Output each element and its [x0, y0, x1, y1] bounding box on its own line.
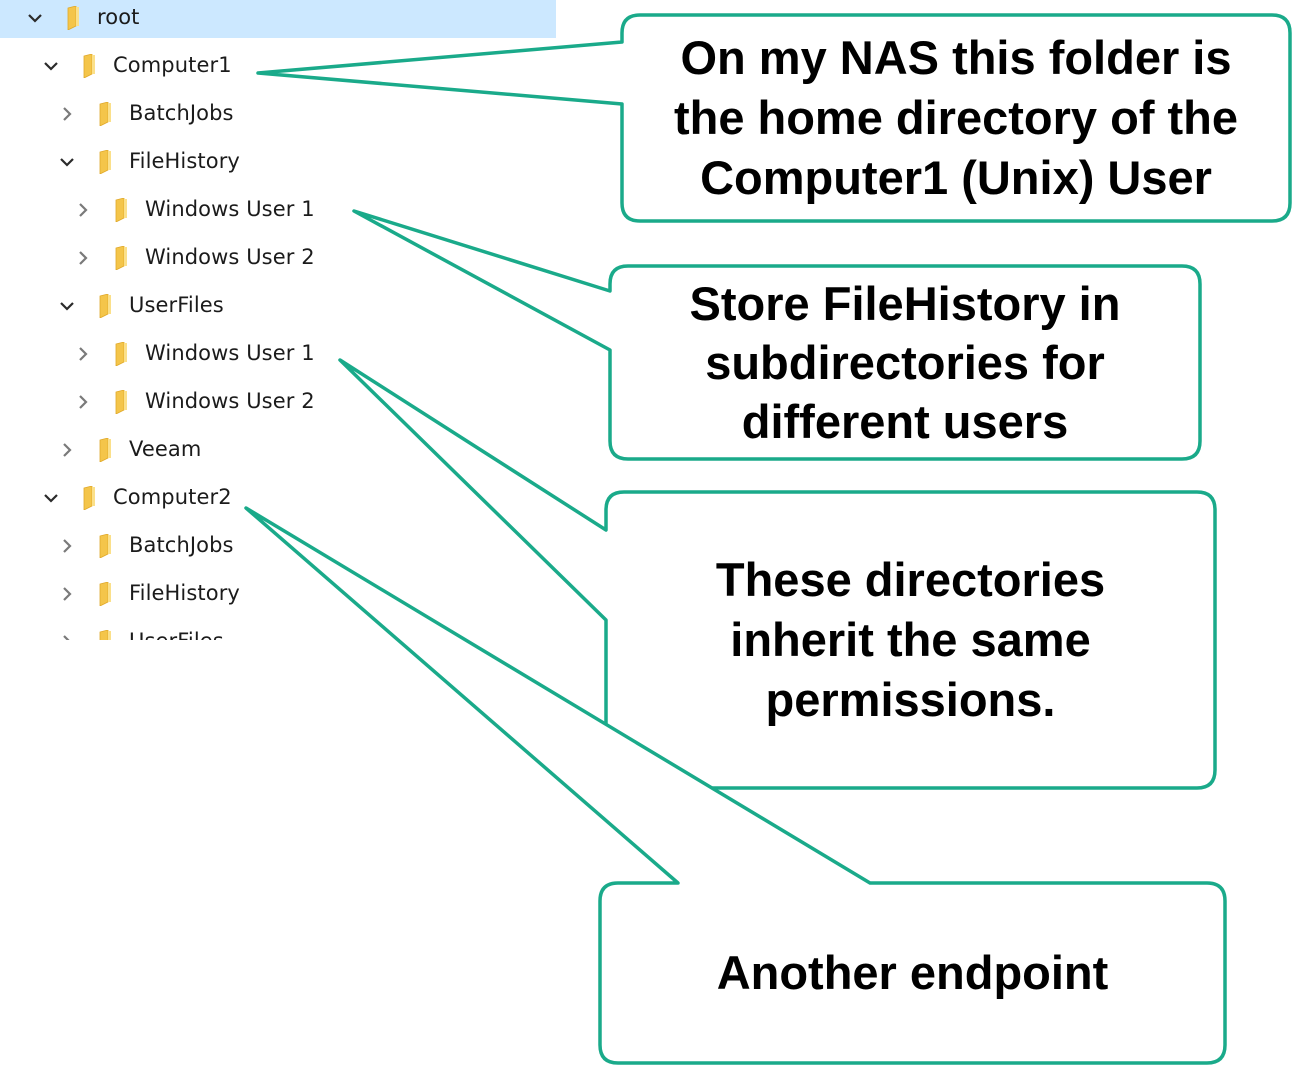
callout-4-text: Another endpoint	[716, 946, 1109, 999]
folder-icon	[110, 390, 132, 414]
tree-item-veeam[interactable]: Veeam	[0, 430, 556, 470]
folder-icon	[94, 582, 116, 606]
chevron-down-icon[interactable]	[25, 8, 45, 28]
chevron-down-icon[interactable]	[57, 296, 77, 316]
chevron-down-icon[interactable]	[57, 152, 77, 172]
tree-item-label: UserFiles	[129, 629, 224, 640]
folder-icon	[78, 54, 100, 78]
tree-item-label: Computer1	[113, 53, 232, 77]
folder-icon	[94, 630, 116, 640]
tree-item-label: Windows User 2	[145, 245, 315, 269]
tree-item-userfiles[interactable]: UserFiles	[0, 286, 556, 326]
tree-item-root[interactable]: root	[0, 0, 556, 38]
callout-2-text: Store FileHistory in subdirectories for …	[689, 277, 1121, 448]
chevron-right-icon[interactable]	[73, 392, 93, 412]
chevron-right-icon[interactable]	[73, 248, 93, 268]
tree-item-label: FileHistory	[129, 581, 240, 605]
chevron-right-icon[interactable]	[57, 104, 77, 124]
tree-item-batchjobs[interactable]: BatchJobs	[0, 526, 556, 566]
tree-item-label: BatchJobs	[129, 533, 234, 557]
chevron-down-icon[interactable]	[41, 488, 61, 508]
tree-item-label: root	[97, 5, 140, 29]
tree-item-batchjobs[interactable]: BatchJobs	[0, 94, 556, 134]
tree-item-computer1[interactable]: Computer1	[0, 46, 556, 86]
tree-item-label: BatchJobs	[129, 101, 234, 125]
folder-icon	[110, 246, 132, 270]
chevron-right-icon[interactable]	[57, 536, 77, 556]
tree-item-label: Windows User 1	[145, 341, 315, 365]
tree-item-filehistory[interactable]: FileHistory	[0, 574, 556, 614]
folder-icon	[94, 438, 116, 462]
callout-3-text: These directories inherit the same permi…	[715, 553, 1106, 726]
folder-icon	[110, 198, 132, 222]
folder-tree: root Computer1 BatchJobs FileHistory Win…	[0, 0, 556, 640]
tree-item-label: Veeam	[129, 437, 202, 461]
tree-item-filehistory[interactable]: FileHistory	[0, 142, 556, 182]
tree-item-userfiles[interactable]: UserFiles	[0, 622, 556, 640]
folder-icon	[94, 534, 116, 558]
chevron-right-icon[interactable]	[57, 584, 77, 604]
chevron-right-icon[interactable]	[73, 200, 93, 220]
tree-item-windows-user-1[interactable]: Windows User 1	[0, 334, 556, 374]
chevron-right-icon[interactable]	[73, 344, 93, 364]
tree-item-label: Computer2	[113, 485, 232, 509]
callout-1-text: On my NAS this folder is the home direct…	[673, 31, 1239, 204]
tree-item-label: Windows User 2	[145, 389, 315, 413]
chevron-right-icon[interactable]	[57, 632, 77, 640]
chevron-down-icon[interactable]	[41, 56, 61, 76]
tree-item-label: Windows User 1	[145, 197, 315, 221]
tree-item-windows-user-2[interactable]: Windows User 2	[0, 382, 556, 422]
folder-icon	[94, 294, 116, 318]
tree-item-windows-user-1[interactable]: Windows User 1	[0, 190, 556, 230]
folder-icon	[110, 342, 132, 366]
tree-item-windows-user-2[interactable]: Windows User 2	[0, 238, 556, 278]
chevron-right-icon[interactable]	[57, 440, 77, 460]
folder-icon	[94, 102, 116, 126]
folder-icon	[62, 6, 84, 30]
tree-item-label: UserFiles	[129, 293, 224, 317]
tree-item-label: FileHistory	[129, 149, 240, 173]
folder-icon	[94, 150, 116, 174]
folder-icon	[78, 486, 100, 510]
tree-item-computer2[interactable]: Computer2	[0, 478, 556, 518]
